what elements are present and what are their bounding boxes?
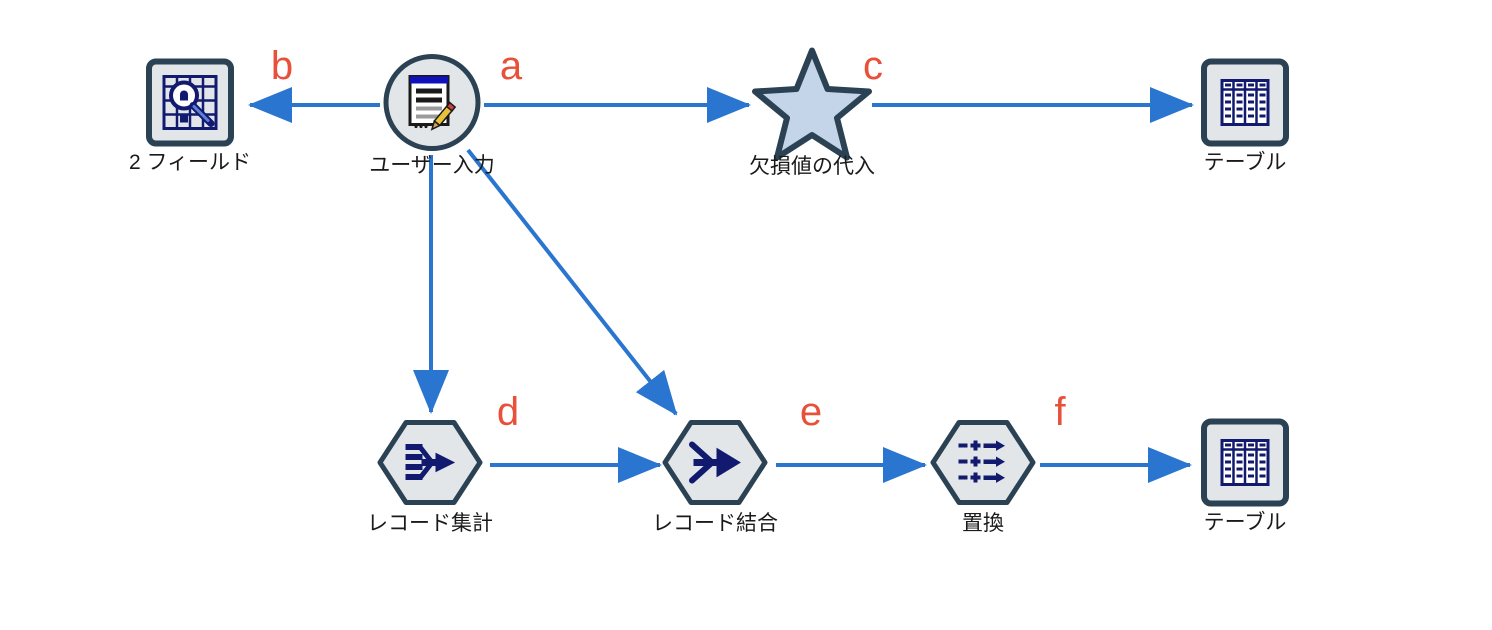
node-impute-missing-label: 欠損値の代入 xyxy=(749,155,875,178)
impute-missing-shape[interactable] xyxy=(748,43,876,168)
user-input-shape[interactable] xyxy=(382,53,482,158)
edge-label-a: a xyxy=(499,44,523,88)
node-user-input-label: ユーザー入力 xyxy=(369,154,495,177)
edge-label-f: f xyxy=(1054,390,1066,434)
star-icon xyxy=(752,47,872,161)
record-merge-shape[interactable] xyxy=(660,418,770,513)
merge-arrow-icon xyxy=(689,441,741,484)
node-table-top-label: テーブル xyxy=(1203,151,1287,174)
table-grid-icon xyxy=(1220,439,1270,486)
node-table-bottom-label: テーブル xyxy=(1203,511,1287,534)
edge-label-b: b xyxy=(270,44,294,88)
node-record-aggregate-label: レコード集計 xyxy=(367,512,493,535)
field-filter-shape[interactable] xyxy=(146,58,234,152)
replace-rows-icon xyxy=(958,440,1005,483)
node-record-merge-label: レコード結合 xyxy=(652,512,778,535)
edge-label-c: c xyxy=(863,44,883,88)
edge-label-e: e xyxy=(799,390,823,434)
node-replace-label: 置換 xyxy=(962,512,1004,535)
document-pencil-icon xyxy=(408,75,457,131)
node-field-filter-label: 2 フィールド xyxy=(128,151,252,174)
table-bottom-shape[interactable] xyxy=(1201,418,1289,512)
aggregate-arrow-icon xyxy=(405,444,456,480)
record-aggregate-shape[interactable] xyxy=(375,418,485,513)
replace-shape[interactable] xyxy=(928,418,1038,513)
table-top-shape[interactable] xyxy=(1201,58,1289,152)
edge-label-d: d xyxy=(496,390,520,434)
edge-input-to-merge-path xyxy=(466,148,678,416)
table-grid-icon xyxy=(1220,79,1270,126)
table-magnifier-icon xyxy=(162,75,218,130)
